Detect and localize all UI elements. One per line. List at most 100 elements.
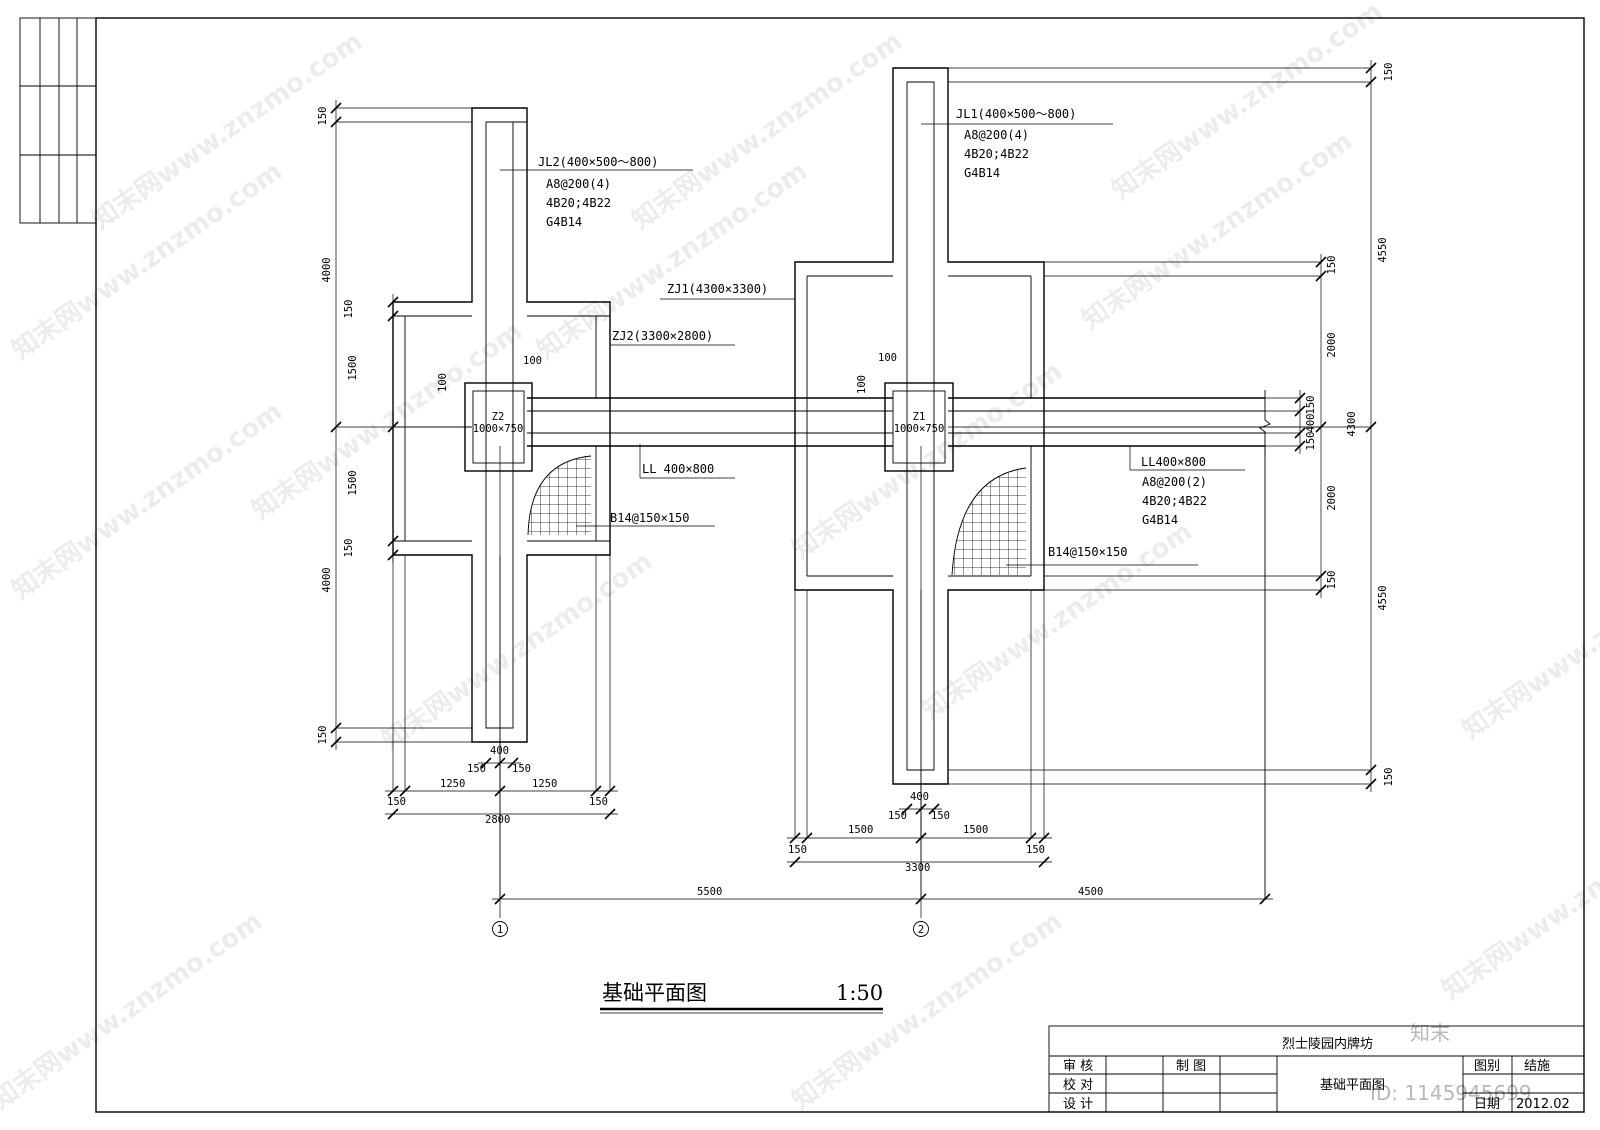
svg-text:150: 150 xyxy=(589,796,608,808)
drawing-name: 基础平面图 xyxy=(1320,1078,1385,1093)
dim-text: 100 xyxy=(856,375,868,394)
svg-text:G4B14: G4B14 xyxy=(546,215,582,229)
svg-text:4000: 4000 xyxy=(321,567,333,592)
svg-text:1500: 1500 xyxy=(848,824,873,836)
svg-text:LL400×800: LL400×800 xyxy=(1141,455,1206,469)
svg-text:150: 150 xyxy=(1326,256,1338,275)
watermark-text: 知末网www.znzmo.com xyxy=(1077,126,1358,335)
watermark-text: 知末网www.znzmo.com xyxy=(0,906,268,1115)
svg-text:Z1: Z1 xyxy=(913,411,926,423)
svg-text:制 图: 制 图 xyxy=(1176,1059,1206,1074)
watermark-text: 知末网www.znzmo.com xyxy=(1457,536,1600,745)
svg-text:5500: 5500 xyxy=(697,886,722,898)
svg-text:设 计: 设 计 xyxy=(1063,1097,1093,1112)
dim-text: 100 xyxy=(523,355,542,367)
svg-text:1000×750: 1000×750 xyxy=(473,423,524,435)
beam-ll-left-label: LL 400×800 xyxy=(642,462,714,476)
svg-text:JL2(400×500～800): JL2(400×500～800) xyxy=(538,155,658,169)
dim-line xyxy=(789,856,801,868)
axis-2-bubble xyxy=(913,921,929,937)
dim-text: 100 xyxy=(437,373,449,392)
project-name: 烈士陵园内牌坊 xyxy=(1282,1036,1373,1052)
column-z2-label: Z2 1000×750 xyxy=(473,411,524,435)
rebar-left-label: B14@150×150 xyxy=(610,511,689,525)
footing-zj1-label: ZJ1(4300×3300) xyxy=(667,282,768,296)
axis-2-label: 2 xyxy=(918,924,924,936)
svg-text:150: 150 xyxy=(1026,844,1045,856)
right-vertical-dims: 150 4550 4550 150 150 2000 2000 150 4300… xyxy=(1305,63,1395,787)
beam-jl2-label: JL2(400×500～800) A8@200(4) 4B20;4B22 G4B… xyxy=(538,155,658,229)
watermark-id: ID: 1145945699 xyxy=(1370,1081,1532,1105)
svg-text:150: 150 xyxy=(387,796,406,808)
svg-text:1000×750: 1000×750 xyxy=(894,423,945,435)
svg-text:校 对: 校 对 xyxy=(1063,1077,1093,1093)
svg-text:4000: 4000 xyxy=(321,257,333,282)
sheet-border xyxy=(95,17,1585,1113)
svg-text:1500: 1500 xyxy=(347,470,359,495)
svg-text:G4B14: G4B14 xyxy=(1142,513,1178,527)
svg-text:1250: 1250 xyxy=(532,778,557,790)
beam-ll-right-label: LL400×800 A8@200(2) 4B20;4B22 G4B14 xyxy=(1141,455,1207,527)
svg-text:1500: 1500 xyxy=(347,355,359,380)
svg-text:4550: 4550 xyxy=(1377,585,1389,610)
svg-text:4500: 4500 xyxy=(1078,886,1103,898)
svg-text:400: 400 xyxy=(490,745,509,757)
dim-line xyxy=(387,808,399,820)
column-z1-label: Z1 1000×750 xyxy=(894,411,945,435)
svg-text:150: 150 xyxy=(1305,432,1317,451)
svg-text:400: 400 xyxy=(910,791,929,803)
dim-line xyxy=(1038,856,1050,868)
svg-text:150: 150 xyxy=(1305,396,1317,415)
axis-1-bubble xyxy=(492,921,508,937)
svg-text:150: 150 xyxy=(343,539,355,558)
drawing-title: 基础平面图 xyxy=(602,981,707,1005)
watermark-text: 知末网www.znzmo.com xyxy=(787,906,1068,1115)
svg-text:G4B14: G4B14 xyxy=(964,166,1000,180)
svg-text:2800: 2800 xyxy=(485,814,510,826)
svg-text:4300: 4300 xyxy=(1346,411,1358,436)
svg-text:2000: 2000 xyxy=(1326,332,1338,357)
svg-text:日期: 日期 xyxy=(1474,1097,1500,1112)
dim-line xyxy=(901,803,913,815)
svg-text:4B20;4B22: 4B20;4B22 xyxy=(1142,494,1207,508)
dimension-lines xyxy=(330,60,1377,905)
svg-text:3300: 3300 xyxy=(905,862,930,874)
svg-text:150: 150 xyxy=(343,300,355,319)
svg-text:150: 150 xyxy=(467,763,486,775)
leaders xyxy=(460,123,1245,566)
svg-text:4B20;4B22: 4B20;4B22 xyxy=(546,196,611,210)
dim-text: 100 xyxy=(878,352,897,364)
svg-text:150: 150 xyxy=(1383,63,1395,82)
svg-text:150: 150 xyxy=(512,763,531,775)
footing-zj2-label: ZJ2(3300×2800) xyxy=(612,329,713,343)
title-block: 烈士陵园内牌坊 审 核 校 对 设 计 制 图 基础平面图 图别 结施 日期 2… xyxy=(1063,1036,1570,1112)
svg-text:150: 150 xyxy=(788,844,807,856)
watermark-text: 知末网www.znzmo.com xyxy=(1437,796,1600,1005)
svg-text:A8@200(4): A8@200(4) xyxy=(546,177,611,191)
beam-jl1-label: JL1(400×500～800) A8@200(4) 4B20;4B22 G4B… xyxy=(956,107,1076,180)
svg-text:2000: 2000 xyxy=(1326,485,1338,510)
dim-line xyxy=(604,808,616,820)
dim-line xyxy=(928,803,940,815)
svg-text:150: 150 xyxy=(931,810,950,822)
dim-line xyxy=(480,757,492,769)
dim-line xyxy=(507,757,519,769)
svg-text:JL1(400×500～800): JL1(400×500～800) xyxy=(956,107,1076,121)
watermark-logo: 知末 xyxy=(1410,1021,1450,1045)
binding-strip xyxy=(19,17,97,224)
svg-text:150: 150 xyxy=(317,107,329,126)
svg-text:150: 150 xyxy=(1383,768,1395,787)
drawing-scale: 1:50 xyxy=(836,981,883,1005)
svg-text:4B20;4B22: 4B20;4B22 xyxy=(964,147,1029,161)
svg-text:A8@200(4): A8@200(4) xyxy=(964,128,1029,142)
axis-1-label: 1 xyxy=(497,924,503,936)
svg-text:150: 150 xyxy=(317,726,329,745)
svg-text:2012.02: 2012.02 xyxy=(1516,1097,1570,1112)
svg-text:结施: 结施 xyxy=(1524,1059,1550,1074)
svg-text:1500: 1500 xyxy=(963,824,988,836)
left-vertical-dims: 150 4000 150 1500 1500 150 4000 150 xyxy=(317,107,359,745)
rebar-right-label: B14@150×150 xyxy=(1048,545,1127,559)
link-beams xyxy=(527,390,1271,455)
svg-text:4550: 4550 xyxy=(1377,237,1389,262)
